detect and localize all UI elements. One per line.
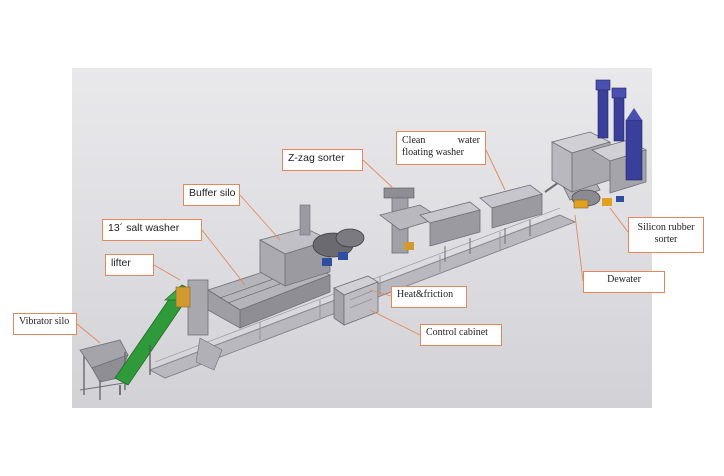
label-heat-friction: Heat&friction [391, 286, 467, 308]
leader-silicon-sorter [609, 207, 629, 233]
buffer-silo-machine [258, 204, 365, 287]
label-silicon-sorter-line2: sorter [654, 234, 678, 245]
leader-dewater [574, 214, 584, 282]
leader-salt-washer [201, 229, 246, 286]
leader-zzag-sorter [362, 159, 394, 189]
leader-floating-washer [485, 149, 506, 191]
leader-vibrator-silo [76, 323, 101, 344]
label-control-cabinet-text: Control cabinet [426, 327, 488, 338]
bucket-elevators [595, 79, 643, 181]
label-salt-washer-text: 13´ salt washer [108, 222, 180, 234]
zzag-sorter-machine [379, 187, 441, 254]
leader-control-cabinet [369, 309, 421, 336]
label-silicon-sorter: Silicon rubber sorter [628, 217, 704, 253]
floating-washer-machine [419, 184, 543, 262]
label-vibrator-silo: Vibrator silo [13, 313, 77, 335]
label-floating-washer-line2: floating washer [402, 147, 464, 158]
label-floating-washer: Clean water floating washer [396, 131, 486, 165]
label-buffer-silo-text: Buffer silo [189, 187, 236, 199]
label-lifter: lifter [105, 254, 154, 276]
label-dewater: Dewater [583, 271, 665, 293]
label-vibrator-silo-text: Vibrator silo [19, 316, 70, 327]
label-floating-washer-line1: Clean water [402, 135, 480, 146]
leader-lifter [153, 264, 181, 281]
label-zzag-sorter-text: Z-zag sorter [288, 152, 345, 164]
label-salt-washer: 13´ salt washer [102, 219, 202, 241]
label-control-cabinet: Control cabinet [420, 324, 502, 346]
label-heat-friction-text: Heat&friction [397, 289, 454, 300]
label-silicon-sorter-line1: Silicon rubber [637, 222, 695, 233]
label-lifter-text: lifter [111, 257, 131, 269]
leader-buffer-silo [239, 194, 281, 241]
leader-heat-friction [369, 289, 392, 297]
control-cabinet-machine [333, 275, 379, 326]
label-buffer-silo: Buffer silo [183, 184, 240, 206]
label-zzag-sorter: Z-zag sorter [282, 149, 363, 171]
label-dewater-text: Dewater [607, 274, 641, 285]
